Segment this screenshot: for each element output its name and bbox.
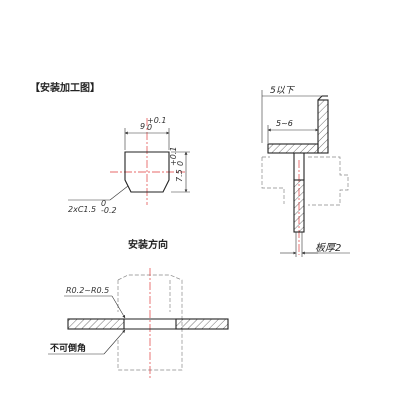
width-tol-lower: 0 bbox=[147, 123, 152, 132]
section-title: 【安装加工图】 bbox=[30, 81, 100, 94]
max5-label: 5以下 bbox=[270, 85, 296, 96]
cutout-detail: 9 +0.1 0 7.5 +0.1 0 2xC1.5 0 -0.2 bbox=[68, 116, 190, 215]
plate-thickness-label: 板厚2 bbox=[315, 242, 341, 254]
bracket-vertical-leg bbox=[317, 99, 329, 154]
height-tol-upper: +0.1 bbox=[169, 147, 178, 166]
width-tol-upper: +0.1 bbox=[147, 116, 166, 125]
chamfer-value: 2xC1.5 bbox=[68, 205, 96, 214]
height-value: 7.5 bbox=[175, 169, 184, 182]
radius-note: R0.2~R0.5 bbox=[66, 286, 109, 295]
hidden-outline-left bbox=[261, 157, 285, 204]
radius-leader bbox=[111, 295, 126, 319]
install-direction-view: R0.2~R0.5 不可倒角 bbox=[48, 268, 229, 378]
side-section-view: 5以下 5~6 板厚2 bbox=[261, 85, 350, 257]
hidden-outline-right bbox=[308, 156, 349, 206]
width-value: 9 bbox=[140, 122, 145, 131]
plate-right-segment bbox=[175, 318, 229, 330]
bracket-top-edge bbox=[317, 95, 323, 101]
chamfer-tol-lower: -0.2 bbox=[101, 206, 117, 215]
chamfer-tol-upper: 0 bbox=[101, 199, 106, 208]
plate-section bbox=[267, 143, 319, 154]
cutout-outline bbox=[124, 151, 170, 193]
lower-leg-section bbox=[293, 179, 305, 233]
plate-left-segment bbox=[67, 318, 125, 330]
part-hidden-outline bbox=[117, 274, 183, 371]
install-direction-label: 安装方向 bbox=[128, 238, 168, 251]
chamfer-leader bbox=[109, 185, 129, 201]
range56-label: 5~6 bbox=[276, 119, 293, 128]
no-chamfer-leader bbox=[103, 329, 126, 355]
height-tol-lower: 0 bbox=[176, 161, 185, 166]
no-chamfer-label: 不可倒角 bbox=[50, 342, 86, 354]
